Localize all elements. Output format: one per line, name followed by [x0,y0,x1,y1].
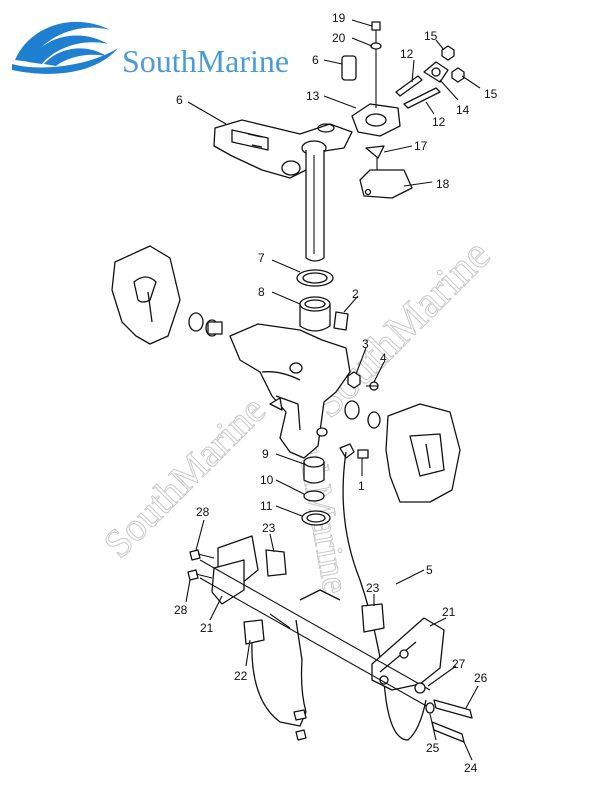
left-cover-plate [111,245,181,345]
watermark-text: SouthMarine [302,230,499,427]
callout-8: 8 [258,285,265,299]
lower-housing [251,589,341,727]
callout-23-right: 23 [366,581,380,595]
callout-28-bottom: 28 [174,603,188,617]
left-bushing [188,312,223,337]
brand-name: SouthMarine [122,43,289,79]
swivel-bracket [229,323,351,459]
callout-25: 25 [426,741,440,755]
callout-15-top: 15 [424,29,438,43]
callout-12-right: 12 [432,115,446,129]
steering-bracket [213,119,353,179]
callout-13: 13 [306,89,320,103]
callout-10: 10 [260,473,274,487]
clamp-brackets [211,535,445,691]
callout-14: 14 [456,103,470,117]
wave-logo-icon [12,21,118,74]
callout-15-right: 15 [484,87,498,101]
parts-drawing [111,21,473,743]
through-tubes [199,559,431,709]
callout-labels: 19 20 6 12 15 13 6 14 15 12 17 18 7 8 2 … [174,11,498,775]
brand-logo: SouthMarine [12,21,289,79]
steering-shaft [305,150,325,262]
callout-26: 26 [474,671,488,685]
callout-23-left: 23 [262,521,276,535]
callout-2: 2 [352,287,359,301]
callout-19: 19 [332,11,346,25]
leader-lines [185,19,481,761]
clamp-pads [243,549,385,645]
callout-18: 18 [436,177,450,191]
callout-3: 3 [362,337,369,351]
right-cover-plate [385,403,461,503]
callout-7: 7 [258,251,265,265]
callout-6: 6 [176,93,183,107]
callout-12-top: 12 [400,47,414,61]
callout-1: 1 [358,479,365,493]
callout-21-left: 21 [200,621,214,635]
callout-20: 20 [332,31,346,45]
callout-21-right: 21 [442,605,456,619]
callout-24: 24 [464,761,478,775]
callout-22: 22 [234,669,248,683]
top-fasteners [370,21,465,109]
callout-9: 9 [262,447,269,461]
lower-bushings [301,456,331,526]
lower-fasteners [187,549,473,743]
callout-17: 17 [414,139,428,153]
callout-5: 5 [426,563,433,577]
side-fasteners [339,371,381,459]
friction-assembly [341,55,413,199]
upper-bushings [296,269,349,332]
callout-4: 4 [380,351,387,365]
callout-28-top: 28 [196,505,210,519]
callout-6-top: 6 [312,53,319,67]
callout-11: 11 [260,499,273,513]
callout-27: 27 [452,657,466,671]
